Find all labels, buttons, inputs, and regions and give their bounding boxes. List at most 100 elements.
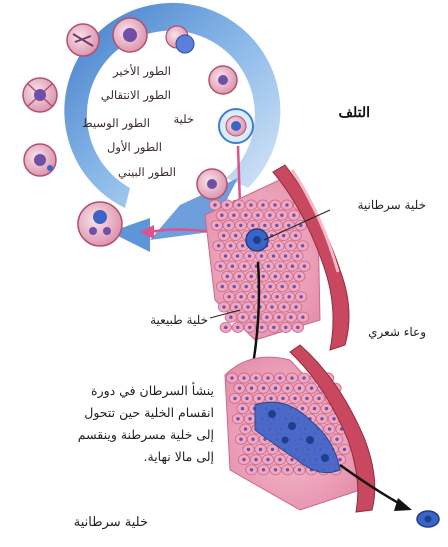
tissue-cell-nucleus (286, 468, 289, 471)
tissue-cell-nucleus (217, 244, 220, 247)
tissue-cell-nucleus (243, 265, 246, 268)
tissue-cell-nucleus (303, 265, 306, 268)
tissue-cell-nucleus (294, 305, 297, 308)
tissue-cell-nucleus (317, 397, 320, 400)
tissue-cell-nucleus (241, 407, 244, 410)
tissue-cell-nucleus (233, 285, 236, 288)
cycle-cell-left (23, 78, 57, 112)
tissue-cell-nucleus (246, 305, 249, 308)
tissue-cell-nucleus (278, 458, 281, 461)
paragraph-line-1: ينشأ السرطان في دورة (54, 380, 214, 402)
tissue-cell-nucleus (294, 234, 297, 237)
tissue-cell-nucleus (335, 438, 338, 441)
tissue-cell-nucleus (298, 275, 301, 278)
tissue-cell-nucleus (250, 468, 253, 471)
tissue-cell-nucleus (237, 203, 240, 206)
phase-label-metaphase: الطور الوسيط (82, 116, 150, 130)
tissue-cell-nucleus (272, 326, 275, 329)
tissue-cell-nucleus (302, 376, 305, 379)
phase-label-prophase: الطور الأول (107, 140, 162, 154)
cycle-cell-bottom-left (24, 144, 56, 176)
tissue-cell-nucleus (310, 387, 313, 390)
tissue-cell-nucleus (289, 244, 292, 247)
tissue-cell-nucleus (296, 326, 299, 329)
tissue-cell-nucleus (242, 376, 245, 379)
tissue-cell-nucleus (251, 295, 254, 298)
phase-label-telophase: الطور الأخير (113, 64, 171, 78)
tissue-cell-nucleus (248, 326, 251, 329)
tissue-cell-nucleus (239, 438, 242, 441)
tissue-cell-nucleus (320, 417, 323, 420)
phase-label-anaphase: الطور الانتقالي (101, 88, 171, 102)
capillary-label: وعاء شعري (368, 325, 426, 339)
tissue-cell-nucleus (268, 214, 271, 217)
tissue-cell-nucleus (254, 376, 257, 379)
tissue-cell-nucleus (292, 214, 295, 217)
tissue-cell-nucleus (249, 203, 252, 206)
tissue-cell-nucleus (290, 458, 293, 461)
tissue-cell-nucleus (260, 326, 263, 329)
tissue-cell-nucleus (251, 438, 254, 441)
tissue-cell-nucleus (257, 397, 260, 400)
damage-label: التلف (338, 105, 370, 121)
cycle-cell-top (67, 24, 99, 56)
tissue-cell-nucleus (231, 265, 234, 268)
tissue-cell-nucleus (274, 275, 277, 278)
phase-label-interphase: الطور البيني (118, 165, 176, 179)
tissue-cell-nucleus (280, 214, 283, 217)
tissue-cell-nucleus (239, 295, 242, 298)
tissue-cell-nucleus (260, 254, 263, 257)
cycle-cell-exit (78, 202, 122, 246)
tissue-cell-nucleus (301, 316, 304, 319)
tissue-cell-nucleus (290, 376, 293, 379)
cancer-cell-label: خلية سرطانية (357, 198, 426, 212)
tissue-cell-nucleus (287, 295, 290, 298)
tissue-cell-nucleus (236, 254, 239, 257)
tissue-cell-nucleus (224, 326, 227, 329)
cell-label: خلية (173, 112, 194, 126)
tissue-cell-nucleus (232, 214, 235, 217)
tissue-cell-nucleus (224, 254, 227, 257)
tissue-cell-nucleus (225, 203, 228, 206)
tissue-cell-nucleus (287, 224, 290, 227)
tissue-cell-nucleus (286, 387, 289, 390)
tissue-cell-nucleus (236, 326, 239, 329)
tissue-cell-nucleus (256, 214, 259, 217)
tissue-cell-nucleus (305, 397, 308, 400)
tissue-cell-nucleus (277, 244, 280, 247)
tissue-cell-nucleus (242, 458, 245, 461)
tissue-cell-nucleus (233, 397, 236, 400)
tissue-cell-nucleus (279, 265, 282, 268)
tissue-cell-nucleus (262, 275, 265, 278)
tissue-cell-nucleus (230, 376, 233, 379)
tissue-cell-nucleus (236, 417, 239, 420)
tissue-cell-nucleus (259, 448, 262, 451)
tissue-cell-nucleus (248, 417, 251, 420)
tissue-cell-nucleus (299, 295, 302, 298)
paragraph-line-2: انقسام الخلية حين تتحول (54, 402, 214, 424)
tissue-cell-nucleus (221, 285, 224, 288)
tissue-cell-nucleus (219, 265, 222, 268)
tissue-cell-nucleus (298, 468, 301, 471)
tissue-cell-nucleus (245, 397, 248, 400)
tissue-cell-nucleus (266, 458, 269, 461)
tissue-cell-nucleus (250, 275, 253, 278)
tissue-cell-nucleus (245, 285, 248, 288)
tissue-cell-nucleus (261, 203, 264, 206)
tissue-cell-nucleus (332, 417, 335, 420)
tissue-cell-nucleus (250, 387, 253, 390)
tissue-cell-nucleus (262, 468, 265, 471)
tissue-cell-nucleus (273, 203, 276, 206)
tissue-cell-nucleus (274, 468, 277, 471)
tissue-cell-nucleus (271, 448, 274, 451)
tissue-cell-nucleus (325, 407, 328, 410)
tissue-cell-nucleus (275, 295, 278, 298)
tissue-cell-nucleus (281, 285, 284, 288)
tissue-cell-nucleus (291, 265, 294, 268)
tissue-cell-nucleus (263, 295, 266, 298)
tissue-cell-nucleus (267, 265, 270, 268)
tissue-cell-nucleus (289, 316, 292, 319)
tissue-cell-nucleus (238, 387, 241, 390)
explanation-paragraph: ينشأ السرطان في دورة انقسام الخلية حين ت… (54, 380, 214, 468)
